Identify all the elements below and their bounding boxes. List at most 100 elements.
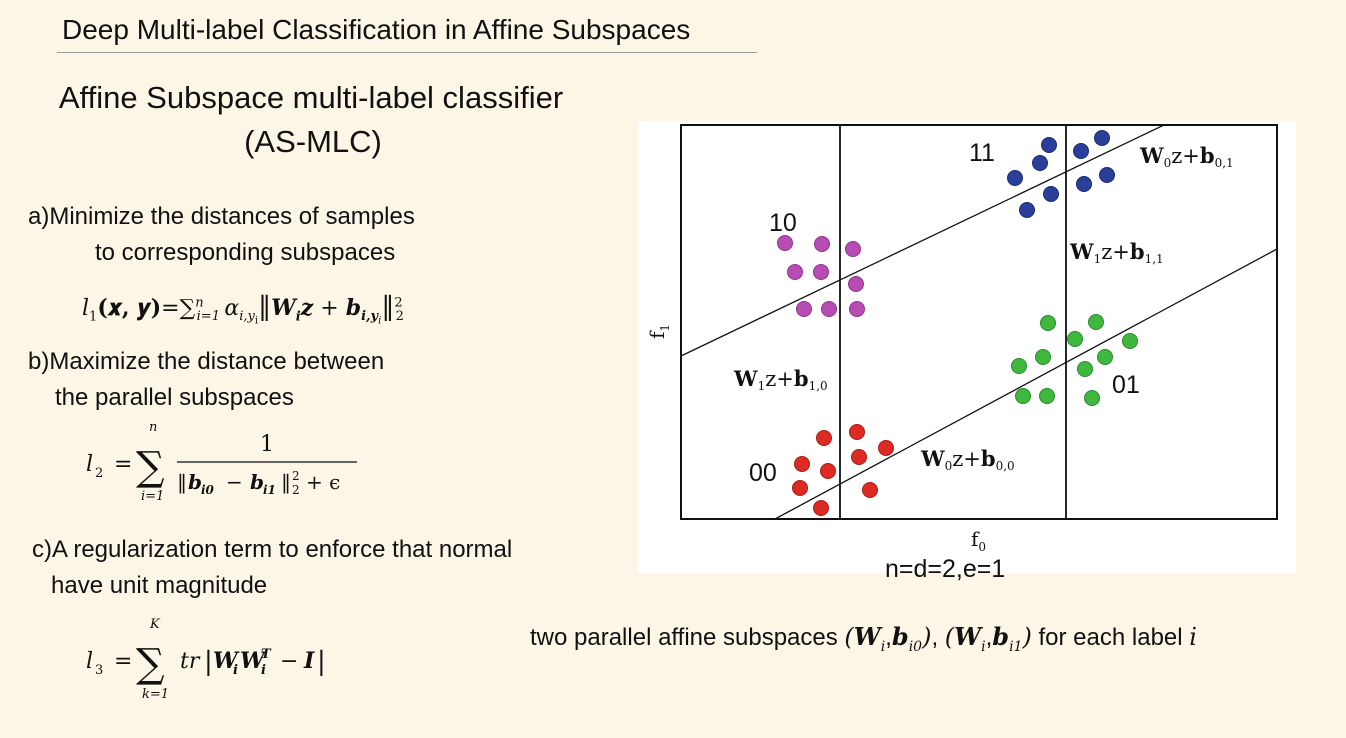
note-p1-w: W <box>853 622 881 651</box>
title-underline <box>57 52 757 53</box>
point-11 <box>1032 155 1048 171</box>
eq3-sum-sub: k=1 <box>142 687 169 702</box>
line-label-w0-b01: W0z+b0,1 <box>1139 143 1234 170</box>
objective-b-line-2: the parallel subspaces <box>55 384 294 411</box>
eq1-args: (𝒙, 𝒚) <box>97 295 162 321</box>
point-11 <box>1099 167 1115 183</box>
cluster-10-points <box>777 235 865 317</box>
point-10 <box>777 235 793 251</box>
eq3-w2-sup: T <box>261 647 272 662</box>
objective-a-line-2: to corresponding subspaces <box>95 239 396 266</box>
eq3-w2: W <box>240 648 267 674</box>
point-01 <box>1084 390 1100 406</box>
point-11 <box>1073 143 1089 159</box>
subtitle-line-1: Affine Subspace multi-label classifier <box>58 80 564 115</box>
eq3-w2-sub: i <box>261 663 266 678</box>
eq2-equals: = <box>114 452 132 477</box>
eq2-den-b1-sub: i1 <box>263 483 276 497</box>
point-01 <box>1040 315 1056 331</box>
eq3-minus: − <box>280 649 298 674</box>
eq2-sum-sup: n <box>149 420 157 435</box>
point-10 <box>814 236 830 252</box>
point-01 <box>1035 349 1051 365</box>
eq1-alpha-sub: i,y <box>239 309 255 325</box>
region-label-01: 01 <box>1112 371 1140 399</box>
note-p2-comma: , <box>985 624 993 651</box>
note-suffix: for each label <box>1031 624 1190 651</box>
point-11 <box>1076 176 1092 192</box>
note-label-var: i <box>1189 623 1197 651</box>
eq1-alpha-subsub: i <box>254 315 259 327</box>
eq1-b: b <box>345 295 362 321</box>
point-00 <box>792 480 808 496</box>
point-11 <box>1007 170 1023 186</box>
eq1-norm-close: ‖ <box>381 292 395 322</box>
point-01 <box>1097 349 1113 365</box>
eq3-sum: ∑ <box>136 641 165 687</box>
eq1-square: 2 <box>394 295 403 311</box>
point-01 <box>1067 331 1083 347</box>
point-10 <box>848 276 864 292</box>
figure-caption: n=d=2,e=1 <box>885 555 1006 583</box>
point-01 <box>1088 314 1104 330</box>
note-p2-b-sub: i1 <box>1009 638 1023 655</box>
cluster-00-points <box>792 424 894 516</box>
x-axis-label: f0 <box>971 527 986 554</box>
objective-c-line-1: c)A regularization term to enforce that … <box>32 536 513 563</box>
note-p1-b: b <box>891 622 909 651</box>
eq2-den-close: ‖ <box>281 470 291 495</box>
note-p2-close: ) <box>1022 623 1032 651</box>
eq2-den-b1: b <box>250 470 264 494</box>
eq2-den-b0-sub: i0 <box>201 483 215 497</box>
point-10 <box>813 264 829 280</box>
subspace-line-upper <box>681 125 1165 357</box>
eq2-den-b0: b <box>188 470 202 494</box>
equation-l2: l 2 = ∑ n i=1 1 ‖ b i0 − b i1 ‖ 2 2 + ϵ <box>86 420 357 504</box>
eq1-w-sub: i <box>295 309 301 325</box>
eq2-den-norm: 2 <box>292 483 300 497</box>
eq2-den-minus: − <box>226 470 243 494</box>
eq3-equals: = <box>114 649 132 674</box>
point-00 <box>816 430 832 446</box>
y-axis-label: f1 <box>645 324 672 339</box>
point-01 <box>1015 388 1031 404</box>
eq1-lhs: l <box>82 296 90 321</box>
eq2-den-epsilon: + ϵ <box>306 470 340 494</box>
eq1-sum: ∑ <box>179 296 196 321</box>
eq2-sum-sub: i=1 <box>141 489 164 504</box>
eq3-tr: tr <box>180 649 201 674</box>
eq1-sum-sub: i=1 <box>196 309 220 325</box>
eq3-sum-sup: K <box>149 617 161 632</box>
eq3-lhs-sub: 3 <box>95 663 103 678</box>
subtitle-line-2: (AS-MLC) <box>244 124 382 159</box>
note-p2-open: ( <box>944 623 955 651</box>
eq1-w: W <box>271 295 296 321</box>
point-00 <box>851 449 867 465</box>
eq2-numerator: 1 <box>260 432 274 457</box>
point-01 <box>1122 333 1138 349</box>
region-label-11: 11 <box>969 139 995 167</box>
point-00 <box>878 440 894 456</box>
eq2-sum: ∑ <box>136 444 165 490</box>
equation-l1: l1(𝒙, 𝒚)=∑ni=1 αi,yi‖Wiz + bi,yi‖22 <box>82 292 404 327</box>
note-p1-close: ) <box>922 623 932 651</box>
point-01 <box>1077 361 1093 377</box>
line-label-w1-b11: W1z+b1,1 <box>1069 239 1164 266</box>
region-label-10: 10 <box>769 209 797 237</box>
eq2-den-square: 2 <box>292 469 300 483</box>
eq2-lhs: l <box>86 452 93 477</box>
eq3-w1-sub: i <box>233 663 238 678</box>
bottom-note: two parallel affine subspaces (Wi,bi0), … <box>530 622 1197 655</box>
note-p1-open: ( <box>844 623 854 651</box>
line-label-w0-b00: W0z+b0,0 <box>920 446 1015 473</box>
eq3-w1: W <box>213 648 240 674</box>
eq3-lhs: l <box>86 649 93 674</box>
note-sep: , <box>931 624 945 651</box>
eq2-den-open: ‖ <box>177 470 187 495</box>
note-p2-w: W <box>954 622 982 651</box>
eq1-norm-open: ‖ <box>258 292 272 322</box>
subspace-figure: 11 10 01 00 W0z+b0,1 W1z+b1,1 W1z+b1,0 W… <box>638 121 1296 573</box>
point-11 <box>1094 130 1110 146</box>
eq3-identity: I <box>303 648 315 674</box>
eq2-lhs-sub: 2 <box>95 466 103 481</box>
